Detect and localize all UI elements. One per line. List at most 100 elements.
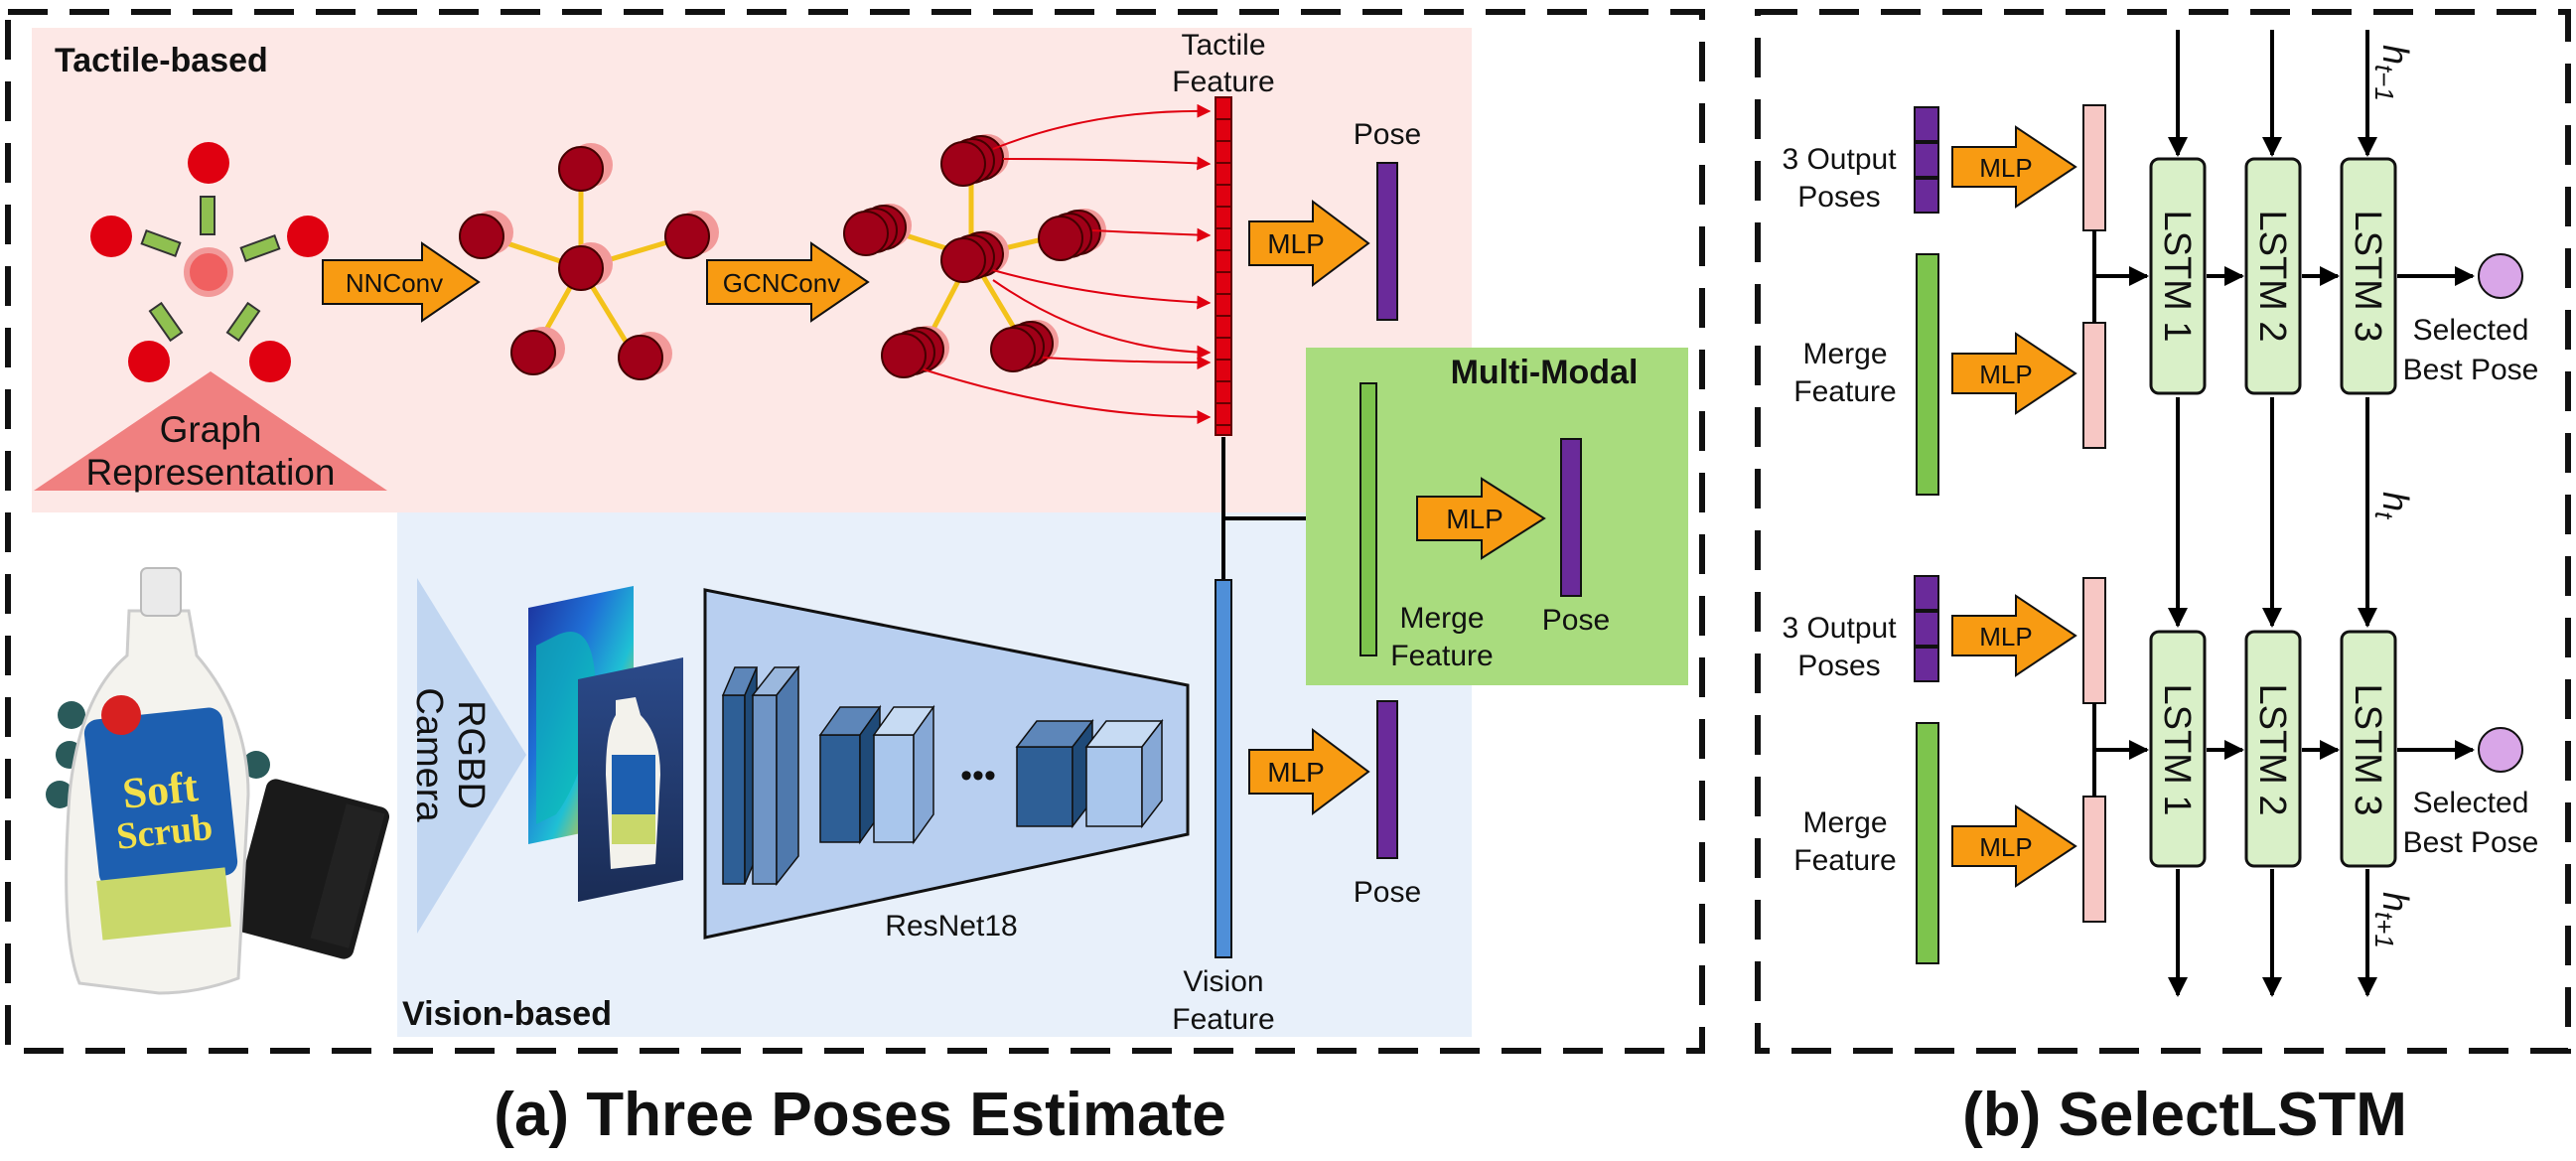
tactile-mlp-label: MLP	[1267, 228, 1325, 259]
vision-feature-label-2: Feature	[1172, 1003, 1274, 1036]
vision-feature-bar	[1215, 579, 1232, 958]
gcnconv-label: GCNConv	[723, 268, 840, 298]
panel-a: Tactile-based Vision-based Graph Represe…	[5, 9, 1705, 1149]
gcnconv-arrow: GCNConv	[706, 241, 870, 323]
output-poses-stack	[1914, 575, 1939, 682]
embed-bar-bottom	[2082, 322, 2106, 449]
poses-label-1: 3 Output	[1782, 612, 1897, 645]
tactile-title: Tactile-based	[55, 42, 268, 79]
camera-label-2: Camera	[408, 687, 450, 822]
embed-bar-bottom	[2082, 796, 2106, 923]
graph-star	[90, 142, 329, 382]
lstm-label-2: LSTM 2	[2251, 683, 2293, 815]
multimodal-pose-bar	[1560, 438, 1582, 597]
multimodal-pose-label: Pose	[1542, 604, 1610, 637]
rgbd-camera-triangle	[417, 578, 526, 934]
merge-label-2: Feature	[1793, 844, 1896, 877]
selected-pose-node	[2478, 727, 2523, 773]
graph-nnconv-nodes	[459, 143, 719, 380]
graph-gcnconv-nodes	[843, 134, 1106, 378]
mlp-label-bottom: MLP	[1979, 832, 2032, 862]
multimodal-merge-label-2: Feature	[1390, 640, 1493, 672]
tactile-mlp-arrow: MLP	[1248, 200, 1370, 287]
mlp-arrow-bottom: MLP	[1951, 804, 2077, 888]
lstm-cell-2: LSTM 2	[2244, 630, 2302, 868]
multimodal-mlp-label: MLP	[1446, 504, 1503, 534]
selected-pose-node	[2478, 253, 2523, 299]
resnet-layers	[721, 664, 1164, 887]
mlp-arrow-bottom: MLP	[1951, 332, 2077, 415]
embed-bar-top	[2082, 104, 2106, 231]
tactile-feature-bar	[1215, 96, 1232, 436]
lstm-cell-1: LSTM 1	[2149, 157, 2207, 395]
poses-label-2: Poses	[1797, 650, 1880, 682]
mlp-arrow-top: MLP	[1951, 594, 2077, 677]
panel-a-border	[5, 9, 1705, 1054]
selected-label-1: Selected	[2413, 787, 2529, 819]
lstm-label-1: LSTM 1	[2156, 683, 2198, 815]
merge-label-1: Merge	[1802, 806, 1887, 839]
multimodal-merge-label-1: Merge	[1399, 602, 1484, 635]
h-next-label: ht+1	[2369, 892, 2416, 948]
merge-label-1: Merge	[1802, 338, 1887, 370]
lstm-label-3: LSTM 3	[2347, 683, 2388, 815]
h-prev-label: ht−1	[2369, 45, 2416, 101]
lstm-cell-2: LSTM 2	[2244, 157, 2302, 395]
rgb-image	[578, 657, 683, 902]
poses-label-2: Poses	[1797, 181, 1880, 214]
mlp-label-top: MLP	[1979, 622, 2032, 652]
resnet-label: ResNet18	[885, 910, 1017, 943]
panel-a-caption: (a) Three Poses Estimate	[494, 1081, 1225, 1149]
lstm-column-arrows	[2168, 30, 2377, 997]
tactile-feature-label-1: Tactile	[1181, 29, 1265, 62]
panel-b-border	[1755, 9, 2571, 1054]
lstm-cell-3: LSTM 3	[2340, 630, 2397, 868]
vision-mlp-arrow: MLP	[1248, 728, 1370, 815]
mlp-arrow-top: MLP	[1951, 125, 2077, 209]
tactile-pose-bar	[1376, 162, 1398, 321]
tactile-feature-arrows	[923, 103, 1212, 424]
nnconv-arrow: NNConv	[322, 241, 481, 323]
robot-hand-bottle-image: Soft Scrub	[46, 567, 390, 995]
resnet18-block	[703, 588, 1190, 940]
merge-feature-bar	[1916, 253, 1939, 496]
vision-pose-bar	[1376, 700, 1398, 859]
tactile-feature-label-2: Feature	[1172, 66, 1274, 98]
graph-representation-triangle	[34, 371, 387, 491]
mlp-label-top: MLP	[1979, 153, 2032, 183]
vision-pose-label: Pose	[1354, 876, 1421, 909]
selected-label-2: Best Pose	[2403, 354, 2539, 386]
merge-feature-bar	[1916, 722, 1939, 964]
mlp-label-bottom: MLP	[1979, 360, 2032, 389]
lstm-label-1: LSTM 1	[2156, 210, 2198, 342]
output-poses-stack	[1914, 106, 1939, 214]
selectlstm-row-1: 3 Output Poses Merge Feature MLP MLP LST…	[1782, 104, 2539, 496]
graph-label-2: Representation	[86, 452, 336, 493]
multimodal-mlp-arrow: MLP	[1416, 477, 1546, 560]
multimodal-title: Multi-Modal	[1451, 354, 1639, 391]
tactile-pose-label: Pose	[1354, 118, 1421, 151]
panel-b-caption: (b) SelectLSTM	[1962, 1081, 2407, 1149]
embed-bar-top	[2082, 577, 2106, 704]
svg-text:Scrub: Scrub	[114, 806, 215, 858]
panel-b: ht−1 ht ht+1 3 Output Poses Merge Featur…	[1755, 9, 2571, 1149]
graph-label-1: Graph	[160, 409, 262, 450]
resnet-dots: •••	[960, 757, 996, 795]
lstm-label-2: LSTM 2	[2251, 210, 2293, 342]
vision-feature-label-1: Vision	[1183, 965, 1263, 998]
lstm-cell-3: LSTM 3	[2340, 157, 2397, 395]
selectlstm-row-2: 3 Output Poses Merge Feature MLP MLP LST…	[1782, 575, 2539, 964]
selected-label-2: Best Pose	[2403, 826, 2539, 859]
merge-feature-bar	[1360, 382, 1377, 656]
svg-text:Soft: Soft	[120, 762, 201, 818]
vision-title: Vision-based	[402, 995, 612, 1033]
h-cur-label: ht	[2369, 492, 2416, 520]
selected-label-1: Selected	[2413, 314, 2529, 347]
poses-label-1: 3 Output	[1782, 143, 1897, 176]
lstm-cell-1: LSTM 1	[2149, 630, 2207, 868]
lstm-label-3: LSTM 3	[2347, 210, 2388, 342]
vision-mlp-label: MLP	[1267, 757, 1325, 788]
camera-label-1: RGBD	[450, 700, 492, 809]
nnconv-label: NNConv	[346, 268, 443, 298]
